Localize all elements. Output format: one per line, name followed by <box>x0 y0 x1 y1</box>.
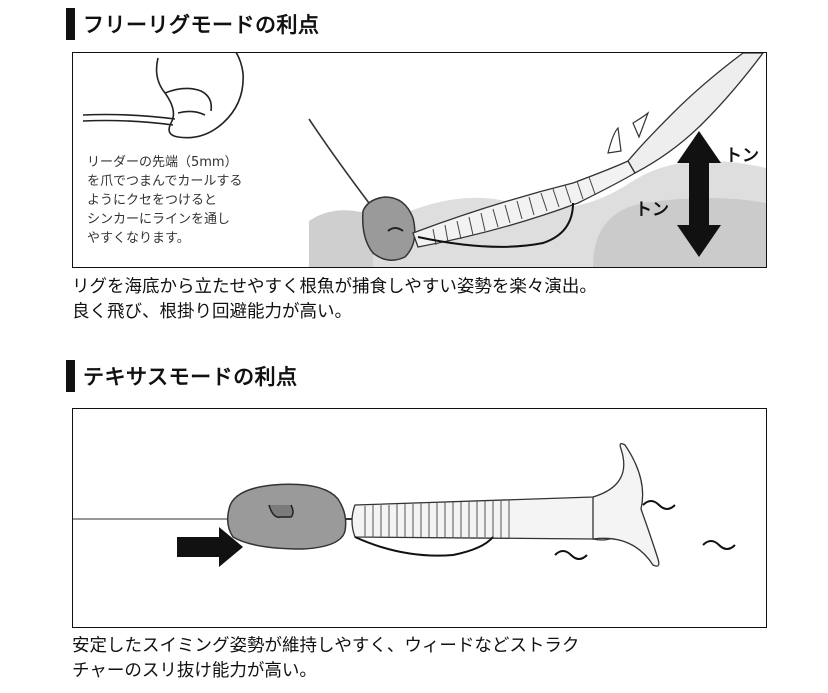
section1-title: フリーリグモードの利点 <box>83 13 320 37</box>
caption-line: リグを海底から立たせやすく根魚が捕食しやすい姿勢を楽々演出。 <box>72 277 597 297</box>
texas-rig-drawing <box>73 443 736 567</box>
label-ton-lower: トン <box>635 200 669 220</box>
shad-ribs <box>364 500 510 538</box>
note-line: リーダーの先端（5mm） <box>87 155 238 170</box>
up-down-arrow-icon <box>677 131 721 257</box>
heading-bar <box>66 360 75 392</box>
section1-heading: フリーリグモードの利点 <box>66 8 320 40</box>
note-line: シンカーにラインを通し <box>87 212 231 227</box>
leader-line <box>308 118 370 204</box>
hook-wire <box>354 536 494 557</box>
note-line: を爪でつまんでカールする <box>87 174 243 189</box>
label-ton-upper: トン <box>725 146 759 166</box>
direction-arrow-icon <box>177 527 243 567</box>
note-line: やすくなります。 <box>87 231 190 246</box>
hand-sketch <box>82 53 244 139</box>
ripple-mark <box>642 500 676 510</box>
ripple-mark <box>554 550 588 560</box>
caption-line: チャーのスリ抜け能力が高い。 <box>72 661 317 681</box>
free-rig-illustration: トン トン リーダーの先端（5mm） を爪でつまんでカールする ようにクセをつけ… <box>72 52 767 268</box>
section1-caption: リグを海底から立たせやすく根魚が捕食しやすい姿勢を楽々演出。 良く飛び、根掛り回… <box>72 275 597 325</box>
seabed-rock-right <box>593 198 766 267</box>
heading-bar <box>66 8 75 40</box>
section2-heading: テキサスモードの利点 <box>66 360 298 392</box>
worm-tail <box>627 53 764 174</box>
hook-line <box>417 202 574 248</box>
seabed-rock-left <box>309 210 373 267</box>
section2-title: テキサスモードの利点 <box>83 365 298 389</box>
ripple-mark <box>702 540 736 550</box>
free-rig-drawing: トン トン <box>82 53 766 267</box>
leader-tip-note: リーダーの先端（5mm） を爪でつまんでカールする ようにクセをつけると シンカ… <box>87 153 242 248</box>
worm-rings <box>432 176 596 246</box>
paddle-tail <box>592 443 660 567</box>
caption-line: 良く飛び、根掛り回避能力が高い。 <box>72 302 352 322</box>
texas-rig-illustration <box>72 408 767 628</box>
note-line: ようにクセをつけると <box>87 193 218 208</box>
sinker <box>361 196 416 261</box>
section2-caption: 安定したスイミング姿勢が維持しやすく、ウィードなどストラク チャーのスリ抜け能力… <box>72 634 579 684</box>
caption-line: 安定したスイミング姿勢が維持しやすく、ウィードなどストラク <box>72 636 580 656</box>
